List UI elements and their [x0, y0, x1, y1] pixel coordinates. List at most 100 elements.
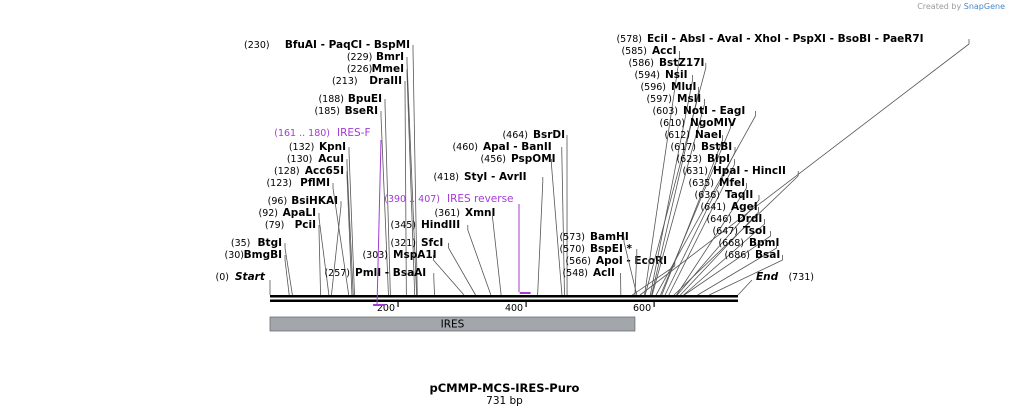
site-position: (188) [318, 94, 344, 105]
leader-line [551, 163, 563, 296]
leader-line [664, 151, 736, 296]
enzyme-name: BsiHKAI [291, 195, 338, 207]
enzyme-name: BseRI [345, 105, 378, 117]
site-position: (96) [268, 196, 288, 207]
leader-line [433, 277, 435, 296]
enzyme-drdi: (646) DrdI [683, 213, 765, 296]
leader-line [332, 187, 350, 296]
enzyme-name: AccI [652, 45, 676, 57]
enzyme-name: TaqII [725, 189, 753, 201]
site-position: (92) [258, 208, 278, 219]
leader-line [331, 205, 342, 296]
primer-arrow [519, 292, 531, 294]
site-position: (594) [634, 70, 660, 81]
enzyme-kpni: KpnI (132) [289, 141, 355, 296]
enzyme-pmli-bsaai: (257)PmlI - BsaAI [324, 267, 435, 296]
leader-line [561, 151, 565, 296]
leader-line [680, 211, 759, 296]
enzyme-bsihkai: BsiHKAI(96) [268, 195, 342, 296]
site-position: (548) [562, 268, 588, 279]
enzyme-bsrdi: (464)BsrDI [502, 129, 568, 296]
enzyme-draiii: DraIII(213) [332, 75, 407, 296]
site-position: (230) [244, 40, 270, 51]
site-position: (646) [706, 214, 732, 225]
site-position: (79) [265, 220, 285, 231]
tick-label-200: 200 [377, 303, 395, 314]
enzyme-name: BsaI [755, 249, 780, 261]
leader-line [651, 91, 699, 296]
site-position: (566) [565, 256, 591, 267]
enzyme-name: NsiI [665, 69, 688, 81]
site-position: (635) [688, 178, 714, 189]
primer-ires-reverse: (390 .. 407)IRES reverse [384, 193, 531, 294]
leader-line [623, 241, 638, 296]
leader-line [284, 247, 293, 296]
enzyme-acci: (585)AccI [621, 45, 680, 296]
enzyme-name: PflMI [300, 177, 330, 189]
leader-line [676, 199, 760, 296]
enzyme-blpi: (623)BlpI [668, 153, 735, 296]
enzyme-name: AclI [593, 267, 615, 279]
site-position: (460) [452, 142, 478, 153]
enzyme-name: NaeI [695, 129, 722, 141]
leader-line [346, 163, 354, 296]
enzyme-mspa1i: (303)MspA1I [362, 249, 465, 296]
start-position: (0) [216, 272, 229, 283]
enzyme-name: EciI - AbsI - AvaI - XhoI - PspXI - BsoB… [647, 33, 924, 45]
enzyme-sfci: (321)SfcI [390, 237, 476, 296]
leader-line [492, 217, 502, 296]
site-position: (464) [502, 130, 528, 141]
enzyme-bamhi: (573)BamHI [559, 231, 638, 296]
enzyme-name: SfcI [421, 237, 443, 249]
site-position: (586) [628, 58, 654, 69]
enzyme-bpmi: (668)BpmI [697, 237, 779, 296]
feature-bar [269, 316, 636, 332]
leader-line [384, 103, 391, 296]
leader-line [406, 61, 418, 296]
enzyme-name: BstZ17I [659, 57, 704, 69]
site-position: (303) [362, 250, 388, 261]
enzyme-name: PciI [295, 219, 316, 231]
backbone-bottom-strand [270, 299, 738, 302]
site-position: (456) [480, 154, 506, 165]
site-position: (418) [433, 172, 459, 183]
plasmid-size: 731 bp [486, 395, 523, 407]
site-position: (596) [640, 82, 666, 93]
enzyme-msli: (597) MslI [646, 93, 705, 296]
enzyme-name: KpnI [319, 141, 346, 153]
site-position: (132) [289, 142, 315, 153]
enzyme-taqii: (636)TaqII [676, 189, 760, 296]
tick-label-600: 600 [633, 303, 651, 314]
leader-line [348, 151, 355, 296]
enzyme-xmni: (361)XmnI [434, 207, 502, 296]
site-position: (570) [559, 244, 585, 255]
leader-line [668, 163, 735, 296]
leader-line [467, 229, 492, 296]
leader-line [709, 259, 783, 296]
enzyme-hindiii: (345)HindIII [390, 219, 492, 296]
primer-name: IRES-F [337, 127, 371, 139]
enzyme-name: HpaI - HincII [713, 165, 786, 177]
enzyme-name: MmeI [372, 63, 404, 75]
site-position: (597) [646, 94, 672, 105]
enzyme-name: AgeI [731, 201, 758, 213]
enzyme-name: BpuEI [348, 93, 382, 105]
leader-line [649, 79, 693, 296]
enzyme-name: PmlI - BsaAI [355, 267, 426, 279]
enzyme-bmgbi: BmgBI(30) [224, 249, 290, 296]
site-position: (361) [434, 208, 460, 219]
enzyme-mmei: MmeI(226) [347, 63, 416, 296]
enzyme-apali: ApaLI(92) [258, 207, 330, 296]
enzyme-name: MluI [671, 81, 696, 93]
enzyme-name: StyI - AvrII [464, 171, 527, 183]
enzyme-ngomiv: (610)NgoMIV [659, 117, 737, 296]
enzyme-name: DrdI [737, 213, 762, 225]
site-position: (578) [616, 34, 642, 45]
site-position: (213) [332, 76, 358, 87]
enzyme-name: MfeI [719, 177, 745, 189]
enzyme-name: MslI [677, 93, 701, 105]
site-position: (631) [682, 166, 708, 177]
leader-line [676, 187, 747, 296]
site-position: (573) [559, 232, 585, 243]
